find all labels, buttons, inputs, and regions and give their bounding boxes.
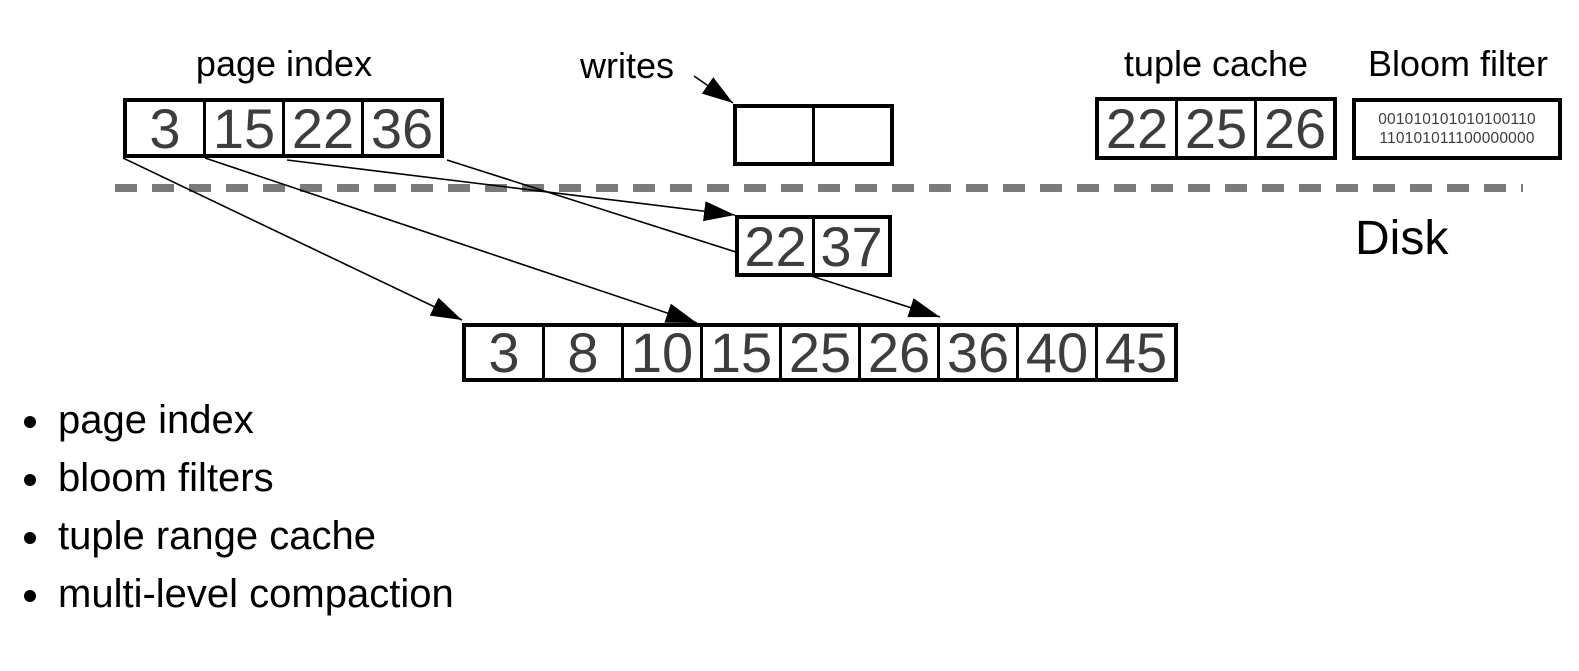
page-index-cell: 3 xyxy=(149,102,181,154)
write-buffer-cell xyxy=(737,108,812,162)
disk-run-cell: 3 xyxy=(488,327,520,378)
page-index-cell: 22 xyxy=(282,102,361,154)
tuple-cache-array: 22 25 26 xyxy=(1095,97,1337,160)
tuple-cache-cell: 26 xyxy=(1254,101,1333,156)
page-index-cell: 36 xyxy=(361,102,440,154)
bloom-bits-line: 110101011100000000 xyxy=(1379,130,1535,147)
bullet-item-label: multi-level compaction xyxy=(58,572,454,616)
disk-sorted-run: 3 8 10 15 25 26 36 40 45 xyxy=(462,323,1178,382)
bullet-item-label: tuple range cache xyxy=(58,514,377,558)
disk-run-cell: 40 xyxy=(1016,327,1095,378)
write-buffer-cell xyxy=(812,108,890,162)
pageindex-15-arrow xyxy=(204,157,698,324)
writes-arrow xyxy=(693,75,734,104)
bullet-item: bloom filters xyxy=(18,456,454,514)
pageindex-3-arrow xyxy=(122,157,463,321)
page-index-label: page index xyxy=(195,43,373,84)
bullet-item: page index xyxy=(18,398,454,456)
disk-label: Disk xyxy=(1355,212,1449,265)
disk-page-cell: 22 xyxy=(744,219,807,273)
disk-run-cell: 8 xyxy=(542,327,621,378)
page-index-cell: 15 xyxy=(203,102,282,154)
bloom-bits-line: 001010101010100110 xyxy=(1378,111,1536,128)
bullet-item: tuple range cache xyxy=(18,514,454,572)
disk-page-cell: 37 xyxy=(812,219,888,273)
page-index-array: 3 15 22 36 xyxy=(123,98,444,158)
bullet-item-label: page index xyxy=(58,398,254,442)
bullet-dot-icon xyxy=(24,532,36,544)
disk-run-cell: 26 xyxy=(858,327,937,378)
tuple-cache-cell: 22 xyxy=(1105,101,1169,156)
tuple-cache-label: tuple cache xyxy=(1123,43,1309,84)
write-buffer xyxy=(733,104,894,166)
disk-run-cell: 45 xyxy=(1095,327,1174,378)
disk-run-cell: 10 xyxy=(621,327,700,378)
bullet-item-label: bloom filters xyxy=(58,456,274,500)
bloom-filter-bits: 001010101010100110 110101011100000000 xyxy=(1352,98,1562,160)
disk-page-level1: 22 37 xyxy=(735,215,892,277)
bloom-filter-label: Bloom filter xyxy=(1367,43,1549,84)
pageindex-22-arrow xyxy=(286,159,736,222)
bullet-dot-icon xyxy=(24,416,36,428)
bullet-item: multi-level compaction xyxy=(18,572,454,630)
disk-run-cell: 15 xyxy=(700,327,779,378)
writes-label: writes xyxy=(580,45,675,86)
bullet-dot-icon xyxy=(24,590,36,602)
bullet-dot-icon xyxy=(24,474,36,486)
disk-run-cell: 25 xyxy=(779,327,858,378)
disk-run-cell: 36 xyxy=(937,327,1016,378)
feature-bullet-list: page index bloom filters tuple range cac… xyxy=(18,398,454,630)
tuple-cache-cell: 25 xyxy=(1175,101,1254,156)
